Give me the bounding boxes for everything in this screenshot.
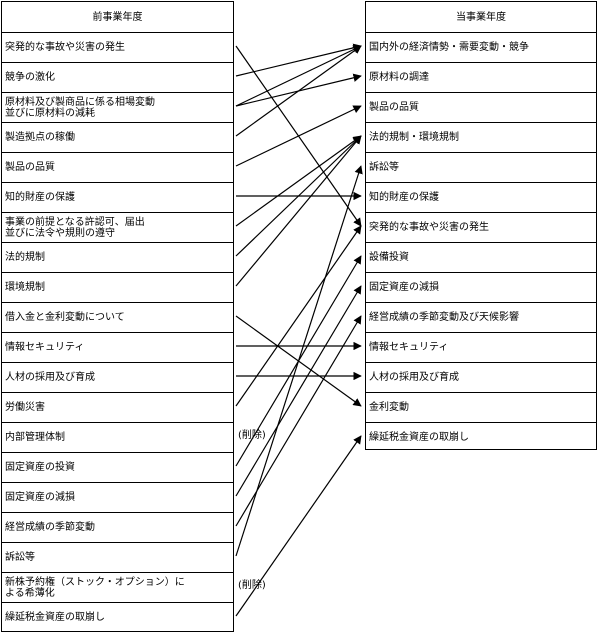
mapping-arrow bbox=[235, 135, 362, 227]
prev-item-text: よる希薄化 bbox=[5, 587, 55, 599]
curr-item-text: 設備投資 bbox=[369, 252, 409, 263]
mapping-arrow bbox=[235, 73, 362, 107]
prev-item-13: 内部管理体制 bbox=[2, 422, 233, 452]
prev-item-text: 訴訟等 bbox=[5, 552, 35, 563]
prev-item-text: 労働災害 bbox=[5, 402, 45, 413]
deleted-note: (削除) bbox=[238, 430, 266, 441]
prev-item-text: 人材の採用及び育成 bbox=[5, 372, 95, 383]
curr-item-6: 突発的な事故や災害の発生 bbox=[366, 212, 596, 242]
prev-header: 前事業年度 bbox=[92, 11, 143, 23]
deleted-note: (削除) bbox=[238, 580, 266, 591]
prev-item-17: 訴訟等 bbox=[2, 542, 233, 572]
prev-item-2: 原材料及び製商品に係る相場変動並びに原材料の減耗 bbox=[2, 92, 233, 122]
prev-item-text: 並びに法令や規則の遵守 bbox=[5, 227, 115, 239]
curr-item-1: 原材料の調達 bbox=[366, 62, 596, 92]
prev-item-16: 経営成績の季節変動 bbox=[2, 512, 233, 542]
prev-item-6: 事業の前提となる許認可、届出並びに法令や規則の遵守 bbox=[2, 212, 233, 242]
prev-item-1: 競争の激化 bbox=[2, 62, 233, 92]
prev-item-text: 製品の品質 bbox=[5, 162, 55, 173]
curr-header: 当事業年度 bbox=[456, 11, 506, 23]
curr-item-3: 法的規制・環境規制 bbox=[366, 122, 596, 152]
curr-item-5: 知的財産の保護 bbox=[366, 182, 596, 212]
mapping-arrow bbox=[235, 43, 362, 77]
prev-item-text: 事業の前提となる許認可、届出 bbox=[5, 216, 145, 228]
prev-item-text: 法的規制 bbox=[5, 252, 45, 263]
prev-item-15: 固定資産の減損 bbox=[2, 482, 233, 512]
prev-item-7: 法的規制 bbox=[2, 242, 233, 272]
curr-item-text: 繰延税金資産の取崩し bbox=[369, 432, 469, 443]
curr-item-text: 国内外の経済情勢・需要変動・競争 bbox=[369, 42, 529, 53]
mapping-arrow bbox=[235, 315, 362, 527]
prev-item-9: 借入金と金利変動について bbox=[2, 302, 233, 332]
curr-item-text: 突発的な事故や災害の発生 bbox=[369, 222, 489, 233]
mapping-arrow bbox=[235, 45, 362, 137]
curr-item-text: 金利変動 bbox=[369, 402, 409, 413]
curr-item-2: 製品の品質 bbox=[366, 92, 596, 122]
mapping-arrow bbox=[235, 165, 363, 557]
prev-item-text: 新株予約権（ストック・オプション）に bbox=[5, 576, 185, 588]
current-year-column: 当事業年度国内外の経済情勢・需要変動・競争原材料の調達製品の品質法的規制・環境規… bbox=[365, 1, 597, 450]
mapping-arrow bbox=[235, 285, 362, 497]
curr-item-8: 固定資産の減損 bbox=[366, 272, 596, 302]
prev-item-text: 原材料及び製商品に係る相場変動 bbox=[5, 96, 155, 108]
curr-item-text: 原材料の調達 bbox=[369, 72, 429, 83]
prev-item-text: 固定資産の投資 bbox=[5, 462, 75, 473]
curr-item-text: 訴訟等 bbox=[369, 162, 399, 173]
prev-item-text: 情報セキュリティ bbox=[5, 342, 85, 353]
prev-item-text: 知的財産の保護 bbox=[5, 192, 75, 203]
mapping-arrow bbox=[235, 315, 362, 407]
prev-item-4: 製品の品質 bbox=[2, 152, 233, 182]
prev-item-8: 環境規制 bbox=[2, 272, 233, 302]
prev-item-text: 競争の激化 bbox=[5, 72, 55, 83]
curr-item-text: 固定資産の減損 bbox=[369, 282, 439, 293]
curr-item-7: 設備投資 bbox=[366, 242, 596, 272]
mapping-arrow bbox=[235, 135, 362, 257]
mapping-arrow bbox=[235, 105, 362, 167]
curr-item-text: 知的財産の保護 bbox=[369, 192, 439, 203]
curr-item-text: 経営成績の季節変動及び天候影響 bbox=[369, 312, 519, 323]
prev-item-19: 繰延税金資産の取崩し bbox=[2, 602, 233, 632]
curr-item-13: 繰延税金資産の取崩し bbox=[366, 422, 596, 452]
prev-item-10: 情報セキュリティ bbox=[2, 332, 233, 362]
curr-item-text: 製品の品質 bbox=[369, 102, 419, 113]
prev-item-text: 製造拠点の稼働 bbox=[5, 132, 75, 143]
curr-item-4: 訴訟等 bbox=[366, 152, 596, 182]
curr-item-text: 法的規制・環境規制 bbox=[369, 132, 459, 143]
mapping-arrow bbox=[235, 135, 362, 287]
curr-item-0: 国内外の経済情勢・需要変動・競争 bbox=[366, 32, 596, 62]
curr-item-text: 情報セキュリティ bbox=[369, 342, 449, 353]
curr-item-10: 情報セキュリティ bbox=[366, 332, 596, 362]
prev-item-text: 環境規制 bbox=[5, 282, 45, 293]
prev-item-5: 知的財産の保護 bbox=[2, 182, 233, 212]
mapping-arrow bbox=[235, 225, 362, 407]
prev-item-text: 借入金と金利変動について bbox=[5, 312, 125, 323]
prev-item-text: 並びに原材料の減耗 bbox=[5, 107, 95, 119]
curr-item-11: 人材の採用及び育成 bbox=[366, 362, 596, 392]
prev-item-12: 労働災害 bbox=[2, 392, 233, 422]
prev-item-text: 内部管理体制 bbox=[5, 432, 65, 443]
prev-item-3: 製造拠点の稼働 bbox=[2, 122, 233, 152]
mapping-arrow bbox=[235, 45, 362, 107]
prev-item-text: 固定資産の減損 bbox=[5, 492, 75, 503]
prev-item-11: 人材の採用及び育成 bbox=[2, 362, 233, 392]
prev-item-18: 新株予約権（ストック・オプション）による希薄化 bbox=[2, 572, 233, 602]
previous-year-column: 前事業年度突発的な事故や災害の発生競争の激化原材料及び製商品に係る相場変動並びに… bbox=[1, 1, 234, 632]
prev-item-14: 固定資産の投資 bbox=[2, 452, 233, 482]
prev-item-0: 突発的な事故や災害の発生 bbox=[2, 32, 233, 62]
curr-item-12: 金利変動 bbox=[366, 392, 596, 422]
prev-item-text: 繰延税金資産の取崩し bbox=[5, 612, 105, 623]
curr-item-text: 人材の採用及び育成 bbox=[369, 372, 459, 383]
prev-item-text: 経営成績の季節変動 bbox=[5, 522, 95, 533]
prev-item-text: 突発的な事故や災害の発生 bbox=[5, 42, 125, 53]
mapping-arrow bbox=[235, 45, 362, 227]
curr-item-9: 経営成績の季節変動及び天候影響 bbox=[366, 302, 596, 332]
